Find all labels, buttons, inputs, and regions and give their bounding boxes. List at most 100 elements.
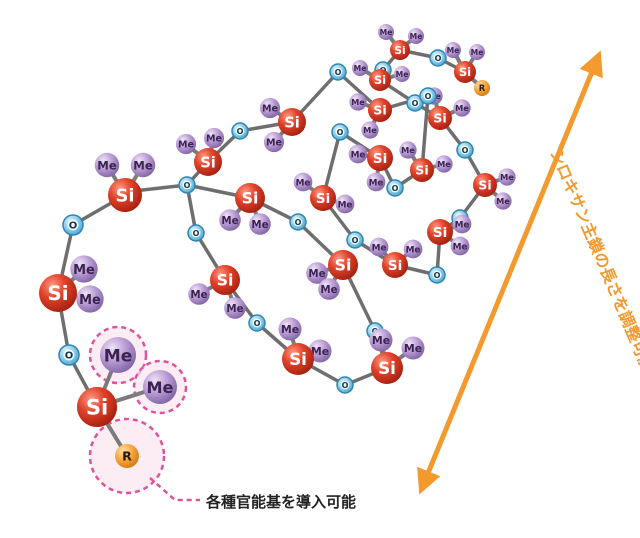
methyl-label: Me [363,125,377,135]
silicon-atom: Si [371,352,403,384]
oxygen-atom: O [346,231,364,249]
methyl-group: Me [263,131,285,153]
methyl-label: Me [396,70,409,79]
oxygen-atom: O [62,214,84,236]
oxygen-atom: O [231,122,249,140]
methyl-label: Me [471,48,484,57]
oxygen-label: O [342,381,349,390]
silicon-atom: Si [235,183,265,213]
methyl-group: Me [450,236,470,256]
methyl-label: Me [404,342,422,355]
silicon-atom: Si [369,69,391,91]
silicon-label: Si [116,185,135,206]
silicon-label: Si [335,256,352,275]
methyl-group: Me [453,99,471,117]
methyl-label: Me [206,134,223,145]
silicon-label: Si [373,151,388,167]
methyl-label: Me [437,159,451,169]
methyl-group: Me [435,155,453,173]
oxygen-atom: O [429,49,447,67]
methyl-group: Me [494,192,512,210]
silicon-atom: Si [368,98,392,122]
oxygen-atom: O [187,224,205,242]
oxygen-atom: O [406,94,424,112]
oxygen-label: O [184,181,191,190]
silicon-label: Si [47,281,68,305]
methyl-group: Me [352,60,368,76]
methyl-label: Me [281,323,299,336]
methyl-label: Me [251,219,268,231]
functional-group-label: R [479,83,486,93]
silicon-atom: Si [367,145,393,171]
silicon-label: Si [378,358,396,378]
methyl-label: Me [455,220,470,230]
methyl-group: Me [308,339,332,363]
methyl-label: Me [410,32,423,41]
silicon-label: Si [289,349,307,369]
methyl-group: Me [349,93,367,111]
methyl-group: Me [498,168,516,186]
methyl-label: Me [338,200,353,210]
methyl-group: Me [259,97,281,119]
methyl-label: Me [266,138,283,149]
oxygen-atom: O [58,344,80,366]
methyl-label: Me [97,158,117,172]
methyl-group: Me [361,121,379,139]
oxygen-label: O [69,221,78,232]
methyl-group: Me [318,278,340,300]
methyl-label: Me [369,178,384,188]
methyl-label: Me [496,196,510,206]
methyl-group: Me [175,133,197,155]
chain-length-label: シロキサン主鎖の長さを調整可能 [546,146,640,374]
methyl-label: Me [190,289,207,301]
silicon-atom: Si [410,158,434,182]
oxygen-label: O [412,99,419,108]
methyl-label: Me [296,178,311,188]
methyl-group: Me [203,127,225,149]
methyl-group: Me [94,152,120,178]
methyl-label: Me [372,334,390,347]
oxygen-label: O [335,68,342,77]
methyl-group: Me [469,44,485,60]
methyl-group: Me [348,144,368,164]
methyl-group: Me [130,152,156,178]
methyl-group: Me [100,337,136,373]
silicon-atom: Si [194,148,222,176]
silicon-label: Si [316,191,331,207]
callout-line [149,477,200,502]
silicon-label: Si [415,163,428,178]
methyl-group: Me [369,328,393,352]
atom-layer: MeMeSiOMeMeSiOMeMeSiOMeMeSiOMeMeSiOMeMeS… [39,24,516,468]
oxygen-label: O [193,229,200,238]
functional-group-r: R [115,444,139,468]
silicon-label: Si [242,189,259,208]
methyl-group: Me [401,336,425,360]
methyl-group: Me [293,172,313,192]
silicon-label: Si [284,114,300,131]
silicon-atom: Si [210,265,240,295]
methyl-label: Me [320,284,337,296]
methyl-group: Me [394,66,410,82]
methyl-label: Me [447,46,460,55]
silicon-label: Si [478,178,491,193]
methyl-label: Me [178,140,195,151]
oxygen-label: O [337,128,344,137]
methyl-label: Me [221,215,238,227]
methyl-group: Me [335,194,355,214]
silicon-atom: Si [278,108,306,136]
oxygen-label: O [295,218,302,227]
oxygen-label: O [435,54,442,63]
silicon-atom: Si [390,40,410,60]
oxygen-atom: O [178,176,196,194]
silicon-label: Si [394,45,405,57]
oxygen-label: O [237,127,244,136]
oxygen-atom: O [456,141,474,159]
silicon-label: Si [433,225,448,241]
oxygen-label: O [462,146,469,155]
methyl-label: Me [308,268,325,280]
methyl-label: Me [500,172,514,182]
methyl-label: Me [455,103,469,113]
oxygen-label: O [425,92,432,101]
silicon-atom: Si [473,173,497,197]
